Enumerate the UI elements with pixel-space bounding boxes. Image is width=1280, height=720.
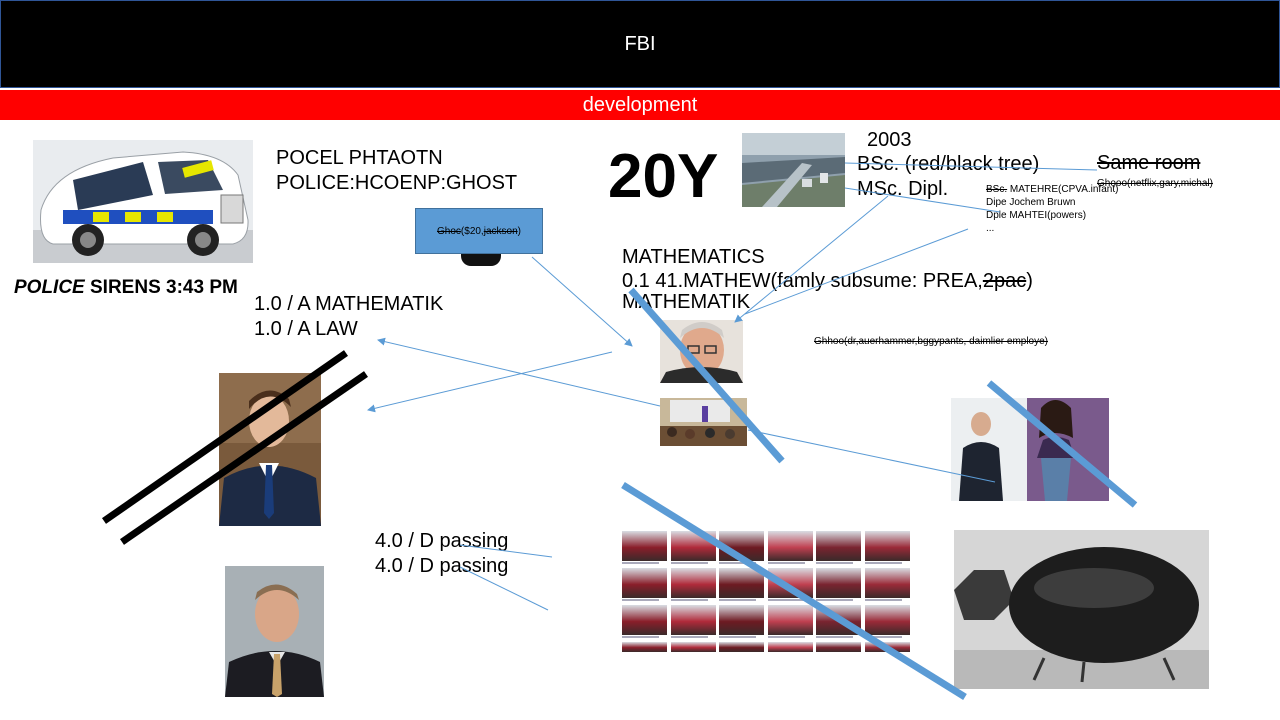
blue-box-strike-word: Ghoc xyxy=(437,225,461,237)
arrow-box-to-math xyxy=(531,256,633,347)
grid-thumbnail xyxy=(864,605,910,635)
small-line-4: ... xyxy=(986,222,1118,235)
ghooo-note: Ghooo(netflix,gary,michal) xyxy=(1097,178,1213,189)
small-line-1: BSc. MATEHRE(CPVA.infant) xyxy=(986,183,1118,196)
grid-thumbnail xyxy=(864,531,910,561)
math-line-2-strike: 2pac xyxy=(982,270,1027,292)
two-men-photo xyxy=(951,398,1109,501)
grid-caption-bar xyxy=(670,599,708,601)
small-line-2-text: Dipe Jochem Bruwn xyxy=(986,197,1076,208)
police-car-photo xyxy=(33,140,253,263)
small-line-1-strike: BSc. xyxy=(986,184,1008,195)
grid-caption-bar xyxy=(719,636,756,638)
banner-title: FBI xyxy=(624,32,656,55)
grid-thumbnail xyxy=(719,605,764,635)
old-man-photo xyxy=(660,320,743,383)
grid-caption-bar xyxy=(767,562,805,564)
grid-thumbnail xyxy=(767,605,813,635)
grid-thumbnail xyxy=(622,642,667,652)
small-line-4-text: ... xyxy=(986,223,995,234)
bomb-photo xyxy=(954,530,1209,689)
photo-grid xyxy=(622,531,912,679)
grid-thumbnail xyxy=(816,642,861,652)
grid-thumbnail xyxy=(767,531,813,561)
police-line-1: POCEL PHTAOTN xyxy=(276,147,443,169)
math-line-3: MATHEMATIK xyxy=(622,291,751,313)
grid-thumbnail xyxy=(719,642,764,652)
grid-caption-bar xyxy=(622,636,659,638)
passing-line-1: 4.0 / D passing xyxy=(375,530,509,552)
math-line-2-text: 0.1 41.MATHEW(famly subsume: PREA, xyxy=(622,270,983,292)
grade-line-1: 1.0 / A MATHEMATIK xyxy=(254,293,444,315)
grid-caption-bar xyxy=(719,599,756,601)
mathematics-block: MATHEMATICS 0.1 41.MATHEW(famly subsume:… xyxy=(622,245,1182,312)
small-notes-block: BSc. MATEHRE(CPVA.infant) Dipe Jochem Br… xyxy=(986,183,1118,235)
sirens-rest: SIRENS 3:43 PM xyxy=(84,277,238,298)
math-line-1: MATHEMATICS xyxy=(622,246,765,268)
blue-box-mid: ($20, xyxy=(460,225,484,237)
grid-caption-bar xyxy=(767,636,805,638)
aerial-city-photo xyxy=(742,133,845,207)
small-line-3: Dple MAHTEI(powers) xyxy=(986,209,1118,222)
grid-thumbnail xyxy=(622,531,667,561)
grid-thumbnail xyxy=(670,642,716,652)
grid-caption-bar xyxy=(816,636,853,638)
grid-thumbnail xyxy=(719,568,764,598)
sirens-label: POLICE SIRENS 3:43 PM xyxy=(14,277,238,299)
grid-caption-bar xyxy=(719,562,756,564)
grid-thumbnail xyxy=(670,605,716,635)
man-selfie-photo xyxy=(225,566,324,697)
grid-thumbnail xyxy=(670,531,716,561)
grid-caption-bar xyxy=(622,599,659,601)
blue-note-box: Ghoc($20,jackson) xyxy=(415,208,543,254)
big-20y-text: 20Y xyxy=(608,142,719,211)
grid-caption-bar xyxy=(816,562,853,564)
grid-caption-bar xyxy=(622,562,659,564)
classroom-photo xyxy=(660,398,747,446)
small-line-3-text: Dple MAHTEI(powers) xyxy=(986,210,1087,221)
arrow-classroom-to-grades xyxy=(377,337,661,407)
grid-caption-bar xyxy=(864,562,902,564)
grid-thumbnail xyxy=(622,605,667,635)
grid-thumbnail xyxy=(767,642,813,652)
grid-thumbnail xyxy=(622,568,667,598)
grid-caption-bar xyxy=(864,636,902,638)
grid-caption-bar xyxy=(816,599,853,601)
grade-line-2: 1.0 / A LAW xyxy=(254,318,358,340)
same-room-text: Same room xyxy=(1097,152,1201,174)
blue-box-end: ) xyxy=(517,225,521,237)
grid-caption-bar xyxy=(670,636,708,638)
math-line-2-close: ) xyxy=(1026,270,1033,292)
grid-thumbnail xyxy=(816,605,861,635)
passing-block: 4.0 / D passing 4.0 / D passing xyxy=(375,529,508,579)
police-line-2: POLICE:HCOENP:GHOST xyxy=(276,172,518,194)
grid-caption-bar xyxy=(767,599,805,601)
police-text-block: POCEL PHTAOTN POLICE:HCOENP:GHOST xyxy=(276,146,517,196)
grid-thumbnail xyxy=(864,568,910,598)
arrow-math-to-portrait xyxy=(367,351,613,413)
grid-thumbnail xyxy=(816,531,861,561)
year-label: 2003 xyxy=(867,129,912,151)
degree-line-1: BSc. (red/black tree) xyxy=(857,153,1040,175)
grid-thumbnail xyxy=(670,568,716,598)
subtitle-bar: development xyxy=(0,90,1280,120)
blue-box-strike-name: jackson xyxy=(483,225,518,237)
ghhoo-note: Ghhoo(dr,auerhammer,bggypants, daimlier … xyxy=(814,336,1049,347)
subbar-label: development xyxy=(582,93,698,116)
suit-portrait-photo xyxy=(219,373,321,526)
math-line-2: 0.1 41.MATHEW(famly subsume: PREA,2pac) xyxy=(622,270,1182,292)
grades-block: 1.0 / A MATHEMATIK 1.0 / A LAW xyxy=(254,292,443,342)
grid-thumbnail xyxy=(767,568,813,598)
sirens-italic: POLICE xyxy=(14,277,85,298)
small-line-2: Dipe Jochem Bruwn xyxy=(986,196,1118,209)
grid-caption-bar xyxy=(670,562,708,564)
small-line-1-text: MATEHRE(CPVA.infant) xyxy=(1007,184,1119,195)
grid-caption-bar xyxy=(864,599,902,601)
title-banner: FBI xyxy=(0,0,1280,88)
grid-thumbnail xyxy=(864,642,910,652)
grid-thumbnail xyxy=(816,568,861,598)
passing-line-2: 4.0 / D passing xyxy=(375,555,509,577)
grid-thumbnail xyxy=(719,531,764,561)
